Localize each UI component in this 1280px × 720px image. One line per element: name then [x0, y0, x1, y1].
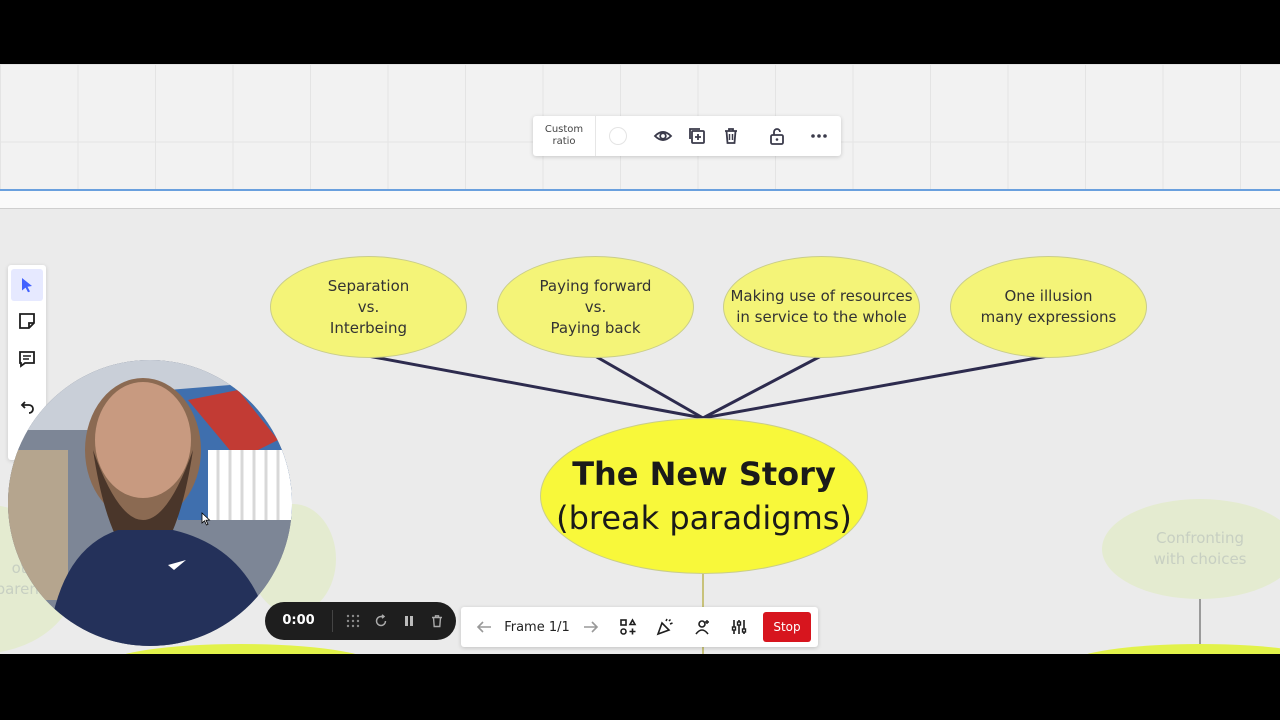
cursor-icon[interactable]: [11, 269, 43, 301]
branch-node-4[interactable]: One illusion many expressions: [950, 256, 1147, 358]
more-icon[interactable]: [802, 119, 836, 153]
stop-button-label: Stop: [773, 620, 801, 634]
branch-node-1[interactable]: Separation vs. Interbeing: [270, 256, 467, 358]
branch-label-1: Separation vs. Interbeing: [327, 276, 410, 337]
sliders-icon[interactable]: [720, 609, 757, 645]
trash-icon[interactable]: [714, 119, 748, 153]
recording-time: 0:00: [265, 610, 333, 632]
pause-icon[interactable]: [395, 607, 423, 635]
branch-label-4: One illusion many expressions: [980, 287, 1117, 326]
frame-toolbar: Custom ratio: [533, 116, 841, 156]
comment-icon[interactable]: [11, 343, 43, 375]
party-icon[interactable]: [646, 609, 683, 645]
add-shape-icon[interactable]: [609, 609, 646, 645]
canvas-viewport[interactable]: Custom ratio Separation vs. Inter: [0, 64, 1280, 654]
faded-node-right[interactable]: Confronting with choices: [1102, 499, 1280, 599]
child-node-peek-left[interactable]: [108, 644, 373, 654]
branch-label-2: Paying forward vs. Paying back: [539, 276, 652, 337]
eye-icon[interactable]: [646, 119, 680, 153]
branch-node-3[interactable]: Making use of resources in service to th…: [723, 256, 920, 358]
branch-node-2[interactable]: Paying forward vs. Paying back: [497, 256, 694, 358]
presentation-bar: Frame 1/1 Stop: [461, 607, 818, 647]
branch-label-3: Making use of resources in service to th…: [730, 287, 913, 326]
custom-ratio-button[interactable]: Custom ratio: [533, 116, 596, 156]
lock-icon[interactable]: [760, 119, 794, 153]
recording-bar: 0:00: [265, 602, 456, 640]
frame-counter: Frame 1/1: [504, 619, 570, 635]
faded-node-right-label: Confronting with choices: [1153, 529, 1247, 568]
recording-trash-icon[interactable]: [423, 607, 451, 635]
restart-icon[interactable]: [367, 607, 395, 635]
duplicate-icon[interactable]: [680, 119, 714, 153]
central-subtitle: (break paradigms): [556, 499, 852, 537]
mouse-cursor-icon: [201, 512, 211, 526]
arrow-right-icon[interactable]: [572, 609, 609, 645]
child-node-peek-right[interactable]: [1070, 644, 1280, 654]
central-title: The New Story: [572, 455, 836, 493]
frame-separator: [0, 191, 1280, 209]
undo-icon[interactable]: [11, 391, 43, 423]
central-node[interactable]: The New Story (break paradigms): [540, 418, 868, 574]
stop-button[interactable]: Stop: [763, 612, 811, 642]
arrow-left-icon[interactable]: [465, 609, 502, 645]
sticky-note-icon[interactable]: [11, 305, 43, 337]
grid-icon[interactable]: [339, 607, 367, 635]
add-person-icon[interactable]: [683, 609, 720, 645]
frame-color-swatch[interactable]: [609, 127, 627, 145]
webcam-overlay: [8, 360, 292, 646]
custom-ratio-label: Custom ratio: [544, 124, 584, 147]
